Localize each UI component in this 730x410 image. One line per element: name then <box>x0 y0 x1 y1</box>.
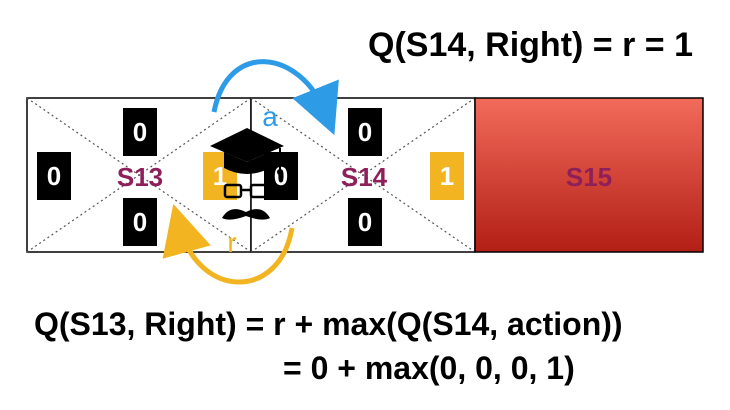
svg-text:1: 1 <box>440 161 454 191</box>
agent-graduate-mustache-icon <box>210 128 284 220</box>
s13-q-left-badge: 0 <box>37 152 71 200</box>
s14-q-down-badge: 0 <box>348 198 382 246</box>
action-label: a <box>262 101 278 132</box>
svg-text:0: 0 <box>133 117 147 147</box>
s14-q-right-badge: 1 <box>430 152 464 200</box>
svg-text:0: 0 <box>47 161 61 191</box>
action-arrow: a <box>211 59 339 136</box>
s13-label: S13 <box>117 162 163 192</box>
svg-text:0: 0 <box>358 117 372 147</box>
q-s14-right-formula: Q(S14, Right) = r = 1 <box>368 26 693 64</box>
cell-s15 <box>474 97 704 253</box>
svg-text:0: 0 <box>358 207 372 237</box>
q-s13-right-formula-line2: = 0 + max(0, 0, 0, 1) <box>283 350 575 386</box>
s14-q-up-badge: 0 <box>348 108 382 156</box>
s15-label: S15 <box>566 162 612 192</box>
s13-q-up-badge: 0 <box>123 108 157 156</box>
q-s13-right-formula-line1: Q(S13, Right) = r + max(Q(S14, action)) <box>34 306 623 342</box>
s14-label: S14 <box>341 162 388 192</box>
s13-q-down-badge: 0 <box>123 198 157 246</box>
svg-text:0: 0 <box>133 207 147 237</box>
reward-arrow: r <box>162 203 295 285</box>
reward-label: r <box>227 227 236 258</box>
svg-text:1: 1 <box>213 161 227 191</box>
svg-text:0: 0 <box>274 161 288 191</box>
